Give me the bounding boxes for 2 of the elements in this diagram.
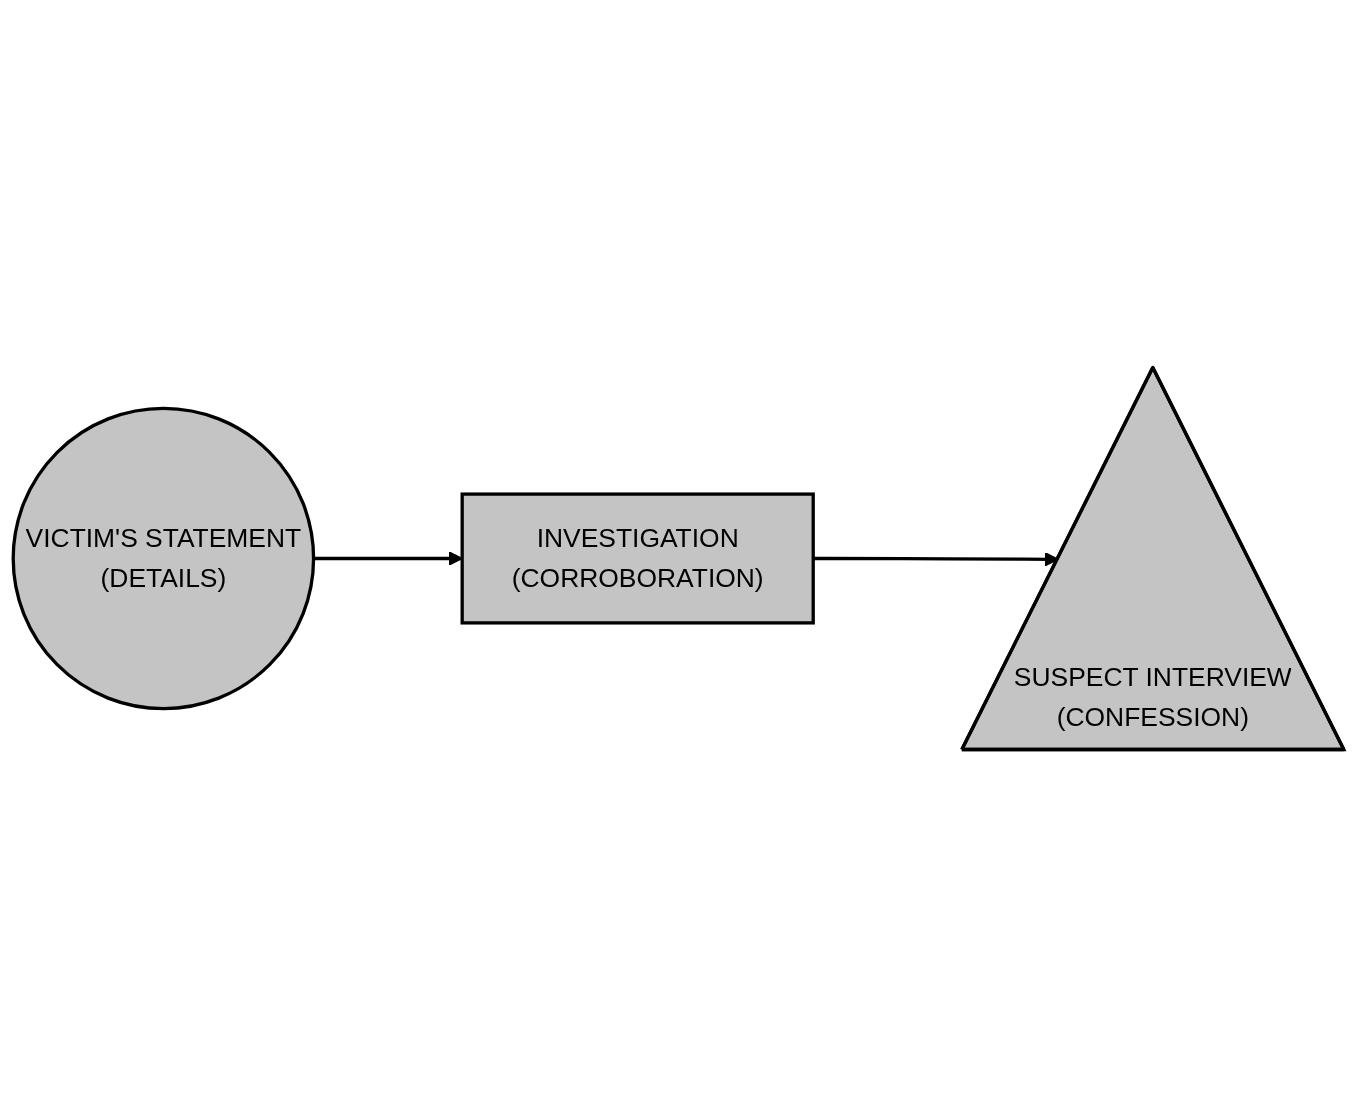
node-circle: VICTIM'S STATEMENT (DETAILS) — [11, 406, 316, 711]
node-box: INVESTIGATION (CORROBORATION) — [460, 492, 815, 625]
